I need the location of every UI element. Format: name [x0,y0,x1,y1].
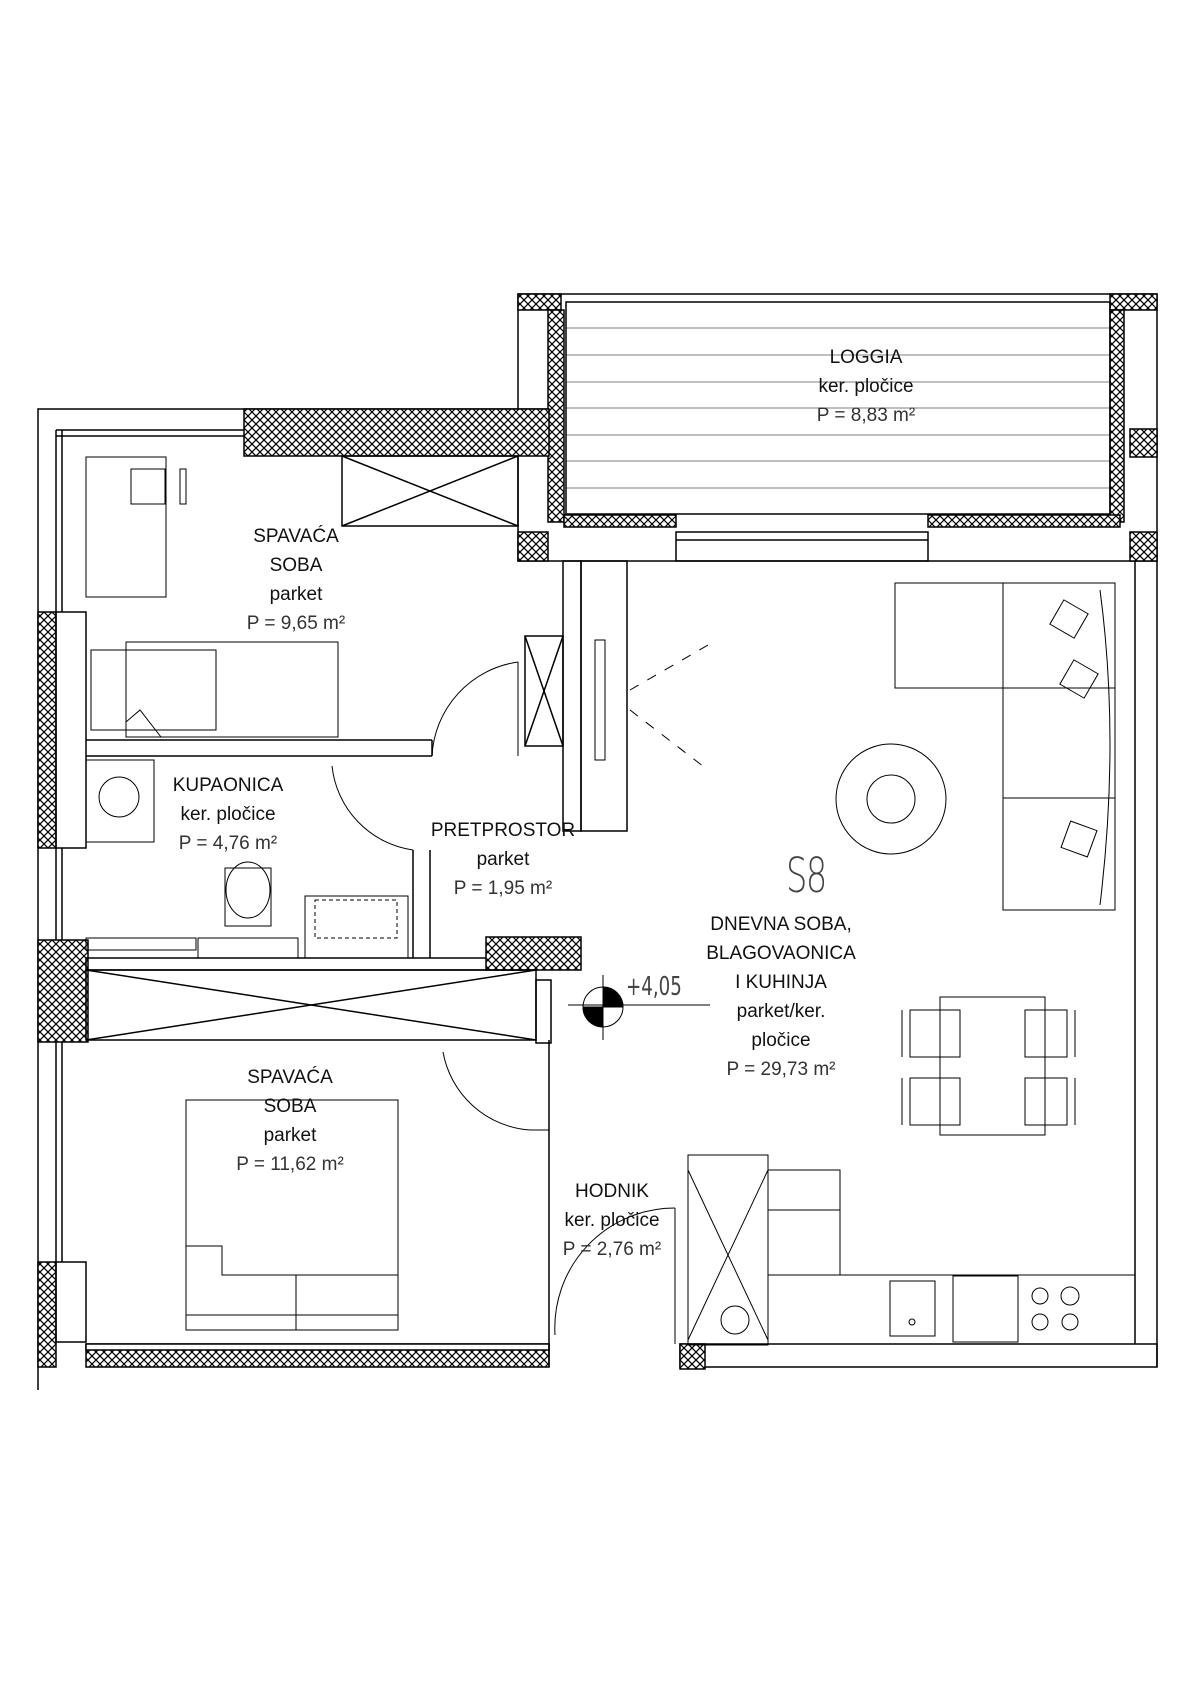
room-area: P = 4,76 m² [178,833,278,854]
elevation-marker [568,975,710,1040]
room-label-hallway: HODNIK ker. pločice P = 2,76 m² [563,1177,661,1264]
room-name-2: SOBA [269,555,323,576]
coffee-table [835,743,947,855]
room-area: P = 9,65 m² [246,613,346,634]
room-label-entry: PRETPROSTOR parket P = 1,95 m² [431,816,575,903]
room-label-living: DNEVNA SOBA, BLAGOVAONICA I KUHINJA park… [706,910,856,1084]
unit-label: S8 [786,848,827,904]
room-name: KUPAONICA [172,775,284,796]
room-area: P = 2,76 m² [562,1239,662,1260]
room-floor: ker. pločice [180,804,276,825]
room-name: DNEVNA SOBA, [710,914,852,935]
room-floor: parket [263,1125,317,1146]
room-name-2: SOBA [263,1096,317,1117]
room-area: P = 8,83 m² [816,405,916,426]
elevation-label: +4,05 [626,972,682,1002]
room-floor: ker. pločice [818,376,914,397]
room-label-bathroom: KUPAONICA ker. pločice P = 4,76 m² [173,771,284,858]
loggia-tiles [565,301,1111,515]
room-area: P = 1,95 m² [453,878,553,899]
room-area: P = 11,62 m² [236,1154,344,1175]
sofa [894,582,1116,911]
room-name: LOGGIA [829,347,903,368]
room-name-2: BLAGOVAONICA [706,943,856,964]
room-name: HODNIK [575,1181,649,1202]
room-name-3: I KUHINJA [735,972,827,993]
exterior-walls [37,408,1158,1390]
room-name: PRETPROSTOR [430,820,576,841]
kitchen [687,1154,1136,1346]
room-floor: parket/ker. [736,1001,826,1022]
room-floor: parket [476,849,530,870]
bathroom-fixtures [85,759,409,959]
room-floor: ker. pločice [564,1210,660,1231]
room-area: P = 29,73 m² [726,1059,836,1080]
room-label-loggia: LOGGIA ker. pločice P = 8,83 m² [817,343,915,430]
tv-unit [594,639,709,771]
bedroom2-furniture [185,1099,399,1331]
interior-walls [85,455,628,1044]
room-name: SPAVAĆA [253,526,339,547]
room-floor-2: pločice [751,1030,811,1051]
room-label-bedroom1: SPAVAĆA SOBA parket P = 9,65 m² [247,522,345,638]
bedroom1-furniture [85,456,339,738]
doors [331,661,676,1344]
dining-set [901,996,1076,1136]
room-name: SPAVAĆA [247,1067,333,1088]
room-label-bedroom2: SPAVAĆA SOBA parket P = 11,62 m² [236,1063,344,1179]
room-floor: parket [269,584,323,605]
loggia-walls [517,293,1158,562]
